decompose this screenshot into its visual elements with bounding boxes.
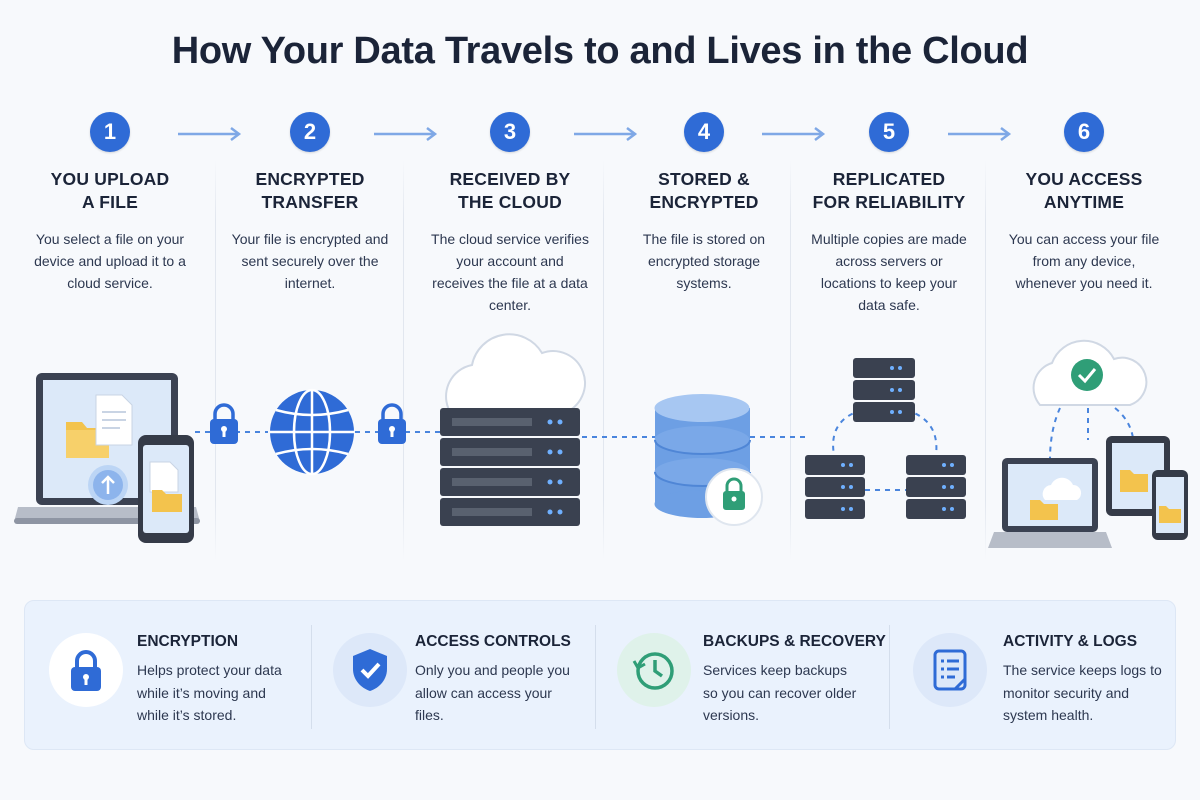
arrow-right-icon — [762, 127, 826, 141]
arrow-right-icon — [948, 127, 1012, 141]
step-title: RECEIVED BY THE CLOUD — [449, 169, 571, 212]
security-features-panel: ENCRYPTION Helps protect your data while… — [24, 600, 1176, 750]
step-number-badge: 2 — [290, 112, 330, 152]
feature-description: Helps protect your data while it’s movin… — [137, 662, 282, 723]
step-number-badge: 3 — [490, 112, 530, 152]
panel-divider — [311, 625, 312, 729]
panel-divider — [595, 625, 596, 729]
step-title: STORED & ENCRYPTED — [649, 169, 759, 212]
upload-icon — [88, 465, 128, 505]
feature-title: ACCESS CONTROLS — [415, 633, 571, 650]
feature-title: ACTIVITY & LOGS — [1003, 633, 1138, 650]
arrow-right-icon — [374, 127, 438, 141]
step-received-by-cloud: 3 RECEIVED BY THE CLOUD The cloud servic… — [410, 112, 610, 316]
log-document-icon — [913, 633, 987, 707]
replication-links — [832, 409, 938, 491]
globe-icon — [270, 388, 354, 476]
step-title: YOU ACCESS ANYTIME — [1025, 169, 1143, 212]
step-description: Your file is encrypted and sent securely… — [231, 231, 389, 291]
server-rack-icon — [440, 408, 580, 526]
sync-links — [1049, 407, 1134, 461]
step-title: YOU UPLOAD A FILE — [50, 169, 170, 212]
feature-description: Only you and people you allow can access… — [415, 662, 570, 723]
phone-icon — [1152, 470, 1188, 540]
lock-icon — [378, 403, 406, 444]
arrow-right-icon — [178, 127, 242, 141]
step-encrypted-transfer: 2 ENCRYPTED TRANSFER Your file is encryp… — [210, 112, 410, 294]
cloud-check-icon — [1032, 339, 1148, 406]
feature-title: BACKUPS & RECOVERY — [703, 633, 886, 650]
lock-icon — [210, 403, 238, 444]
feature-title: ENCRYPTION — [137, 633, 239, 650]
column-divider — [985, 160, 986, 560]
step-number-badge: 4 — [684, 112, 724, 152]
server-stack-icon — [805, 455, 865, 519]
panel-divider — [889, 625, 890, 729]
column-divider — [215, 160, 216, 560]
server-stack-icon — [853, 358, 915, 422]
step-number-badge: 6 — [1064, 112, 1104, 152]
step-upload: 1 YOU UPLOAD A FILE You select a file on… — [10, 112, 210, 294]
feature-description: The service keeps logs to monitor securi… — [1003, 662, 1162, 723]
server-stack-icon — [906, 455, 966, 519]
lock-icon — [49, 633, 123, 707]
column-divider — [403, 160, 404, 560]
data-flow-illustration — [14, 333, 1188, 548]
step-description: You select a file on your device and upl… — [34, 231, 186, 291]
step-title: REPLICATED FOR RELIABILITY — [812, 169, 966, 212]
step-description: The file is stored on encrypted storage … — [642, 231, 766, 291]
step-title: ENCRYPTED TRANSFER — [255, 169, 365, 212]
column-divider — [603, 160, 604, 560]
column-divider — [790, 160, 791, 560]
history-clock-icon — [617, 633, 691, 707]
feature-description: Services keep backups so you can recover… — [703, 662, 857, 723]
shield-check-icon — [333, 633, 407, 707]
step-description: You can access your file from any device… — [1008, 231, 1160, 291]
phone-icon — [138, 435, 194, 543]
step-stored-encrypted: 4 STORED & ENCRYPTED The file is stored … — [604, 112, 804, 294]
arrow-right-icon — [574, 127, 638, 141]
document-icon — [95, 394, 133, 446]
lock-icon — [705, 468, 763, 526]
step-access-anytime: 6 YOU ACCESS ANYTIME You can access your… — [984, 112, 1184, 294]
laptop-icon — [988, 458, 1112, 548]
step-replicated: 5 REPLICATED FOR RELIABILITY Multiple co… — [789, 112, 989, 316]
step-number-badge: 1 — [90, 112, 130, 152]
page-title: How Your Data Travels to and Lives in th… — [171, 30, 1029, 72]
step-description: The cloud service verifies your account … — [431, 231, 589, 313]
step-description: Multiple copies are made across servers … — [811, 231, 967, 313]
step-number-badge: 5 — [869, 112, 909, 152]
cloud-icon — [445, 333, 586, 417]
